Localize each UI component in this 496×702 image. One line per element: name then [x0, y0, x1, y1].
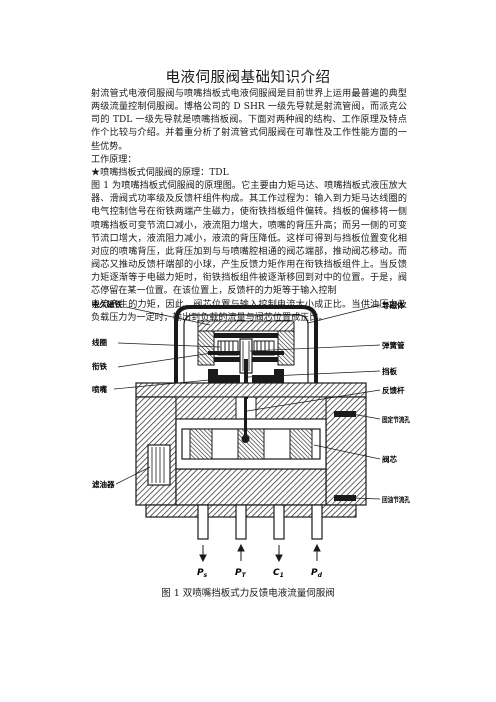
nozzle-right — [252, 375, 274, 383]
label-spring-tube: 弹簧管 — [382, 340, 405, 350]
fixed-orifice — [334, 411, 356, 417]
port-label-pd: Pd — [311, 568, 323, 579]
port-label-ps: Ps — [197, 568, 208, 579]
principle-paragraph: 图 1 为喷嘴挡板式伺服阀的原理图。它主要由力矩马达、喷嘴挡板式液压放大器、滑阀… — [91, 181, 407, 297]
feedback-ball — [241, 435, 250, 443]
subsection-heading: ★喷嘴挡板式伺服阀的原理：TDL — [91, 167, 229, 178]
principle-paragraph-cont: 电流产生的力矩，因此，阀芯位置与输入控制电流大小成正比。当供油压力及负载压力为一… — [91, 299, 407, 323]
port-channels — [197, 504, 323, 540]
nozzle-left — [218, 375, 240, 383]
label-flapper: 挡板 — [382, 366, 397, 376]
port-label-pt: PT — [235, 568, 247, 579]
label-return-orifice: 回油节流孔 — [382, 495, 410, 504]
figure-caption: 图 1 双喷嘴挡板式力反馈电液流量伺服阀 — [161, 588, 335, 599]
label-spool: 阀芯 — [382, 454, 397, 464]
section-heading: 工作原理： — [91, 154, 137, 165]
filter — [147, 444, 171, 486]
port-label-c1: C1 — [273, 568, 284, 579]
permanent-magnet-block — [197, 320, 295, 332]
label-feedback-rod: 反馈杆 — [382, 385, 405, 395]
intro-paragraph: 射流管式电液伺服阀与喷嘴挡板式电液伺服阀是目前世界上运用最普遍的典型两级流量控制… — [91, 89, 407, 152]
flapper — [244, 359, 248, 399]
label-permanent-magnet: 永久磁铁 — [91, 299, 122, 309]
label-magnetic-conductor: 导磁体 — [382, 300, 405, 310]
label-fixed-orifice: 固定节流孔 — [382, 415, 410, 424]
cover-housing — [174, 305, 318, 383]
label-filter: 滤油器 — [92, 479, 115, 489]
page-title: 电液伺服阀基础知识介绍 — [165, 70, 331, 86]
label-coil: 线圈 — [92, 337, 107, 347]
valve-body — [135, 382, 367, 518]
spool — [181, 428, 321, 460]
label-nozzle: 喷嘴 — [92, 384, 107, 394]
return-orifice — [334, 495, 356, 501]
servo-valve-diagram: 永久磁铁 线圈 衔铁 喷嘴 滤油器 导磁体 弹簧管 挡板 反馈杆 固定节流孔 阀… — [91, 299, 410, 579]
body-text: 射流管式电液伺服阀与喷嘴挡板式电液伺服阀是目前世界上运用最普遍的典型两级流量控制… — [91, 88, 407, 325]
label-armature: 衔铁 — [92, 361, 107, 371]
port-arrows — [199, 543, 321, 563]
feedback-rod — [244, 399, 247, 437]
